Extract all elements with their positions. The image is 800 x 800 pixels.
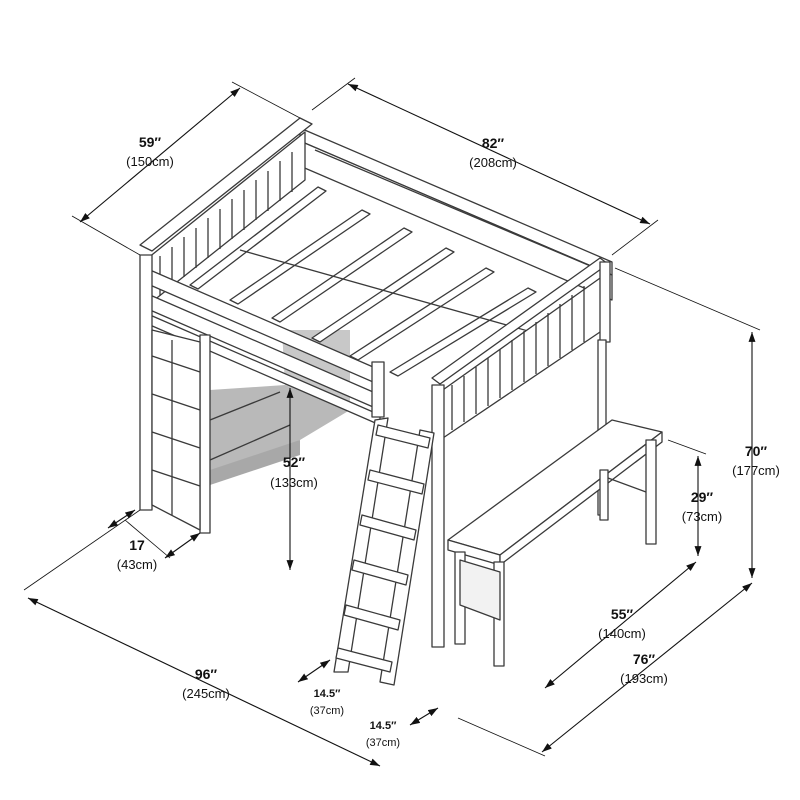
- dimension-labels: 59″ (150cm) 82″ (208cm) 70″ (177cm) 52″ …: [117, 134, 780, 749]
- dim-ladder-b-metric: (37cm): [366, 737, 400, 749]
- dim-desk-length-metric: (140cm): [598, 626, 646, 641]
- dim-length-metric: (208cm): [469, 155, 517, 170]
- dim-under-bed-label: 52″: [283, 454, 306, 470]
- desk: [447, 419, 663, 667]
- dim-height-metric: (177cm): [732, 463, 780, 478]
- dim-shelf-depth-label: 17: [129, 537, 145, 553]
- ladder: [333, 417, 435, 686]
- dim-ladder-b-label: 14.5″: [370, 720, 397, 732]
- dimension-lines: [23, 77, 761, 767]
- dim-depth-label: 76″: [633, 651, 656, 667]
- dim-ladder-a-metric: (37cm): [310, 705, 344, 717]
- dim-depth-metric: (193cm): [620, 671, 668, 686]
- dim-width-label: 59″: [139, 134, 162, 150]
- dim-desk-height-metric: (73cm): [682, 509, 722, 524]
- dim-shelf-depth-metric: (43cm): [117, 557, 157, 572]
- dim-width-metric: (150cm): [126, 154, 174, 169]
- dim-height-label: 70″: [745, 443, 768, 459]
- dim-overall-length-label: 96″: [195, 666, 218, 682]
- dim-ladder-a-label: 14.5″: [314, 688, 341, 700]
- shelf-unit: [151, 329, 291, 531]
- dim-under-bed-metric: (133cm): [270, 475, 318, 490]
- dim-desk-height-label: 29″: [691, 489, 714, 505]
- dim-length-label: 82″: [482, 135, 505, 151]
- dim-overall-length-metric: (245cm): [182, 686, 230, 701]
- dim-desk-length-label: 55″: [611, 606, 634, 622]
- mattress-slats: [189, 186, 561, 377]
- bed-drawing: [139, 117, 663, 686]
